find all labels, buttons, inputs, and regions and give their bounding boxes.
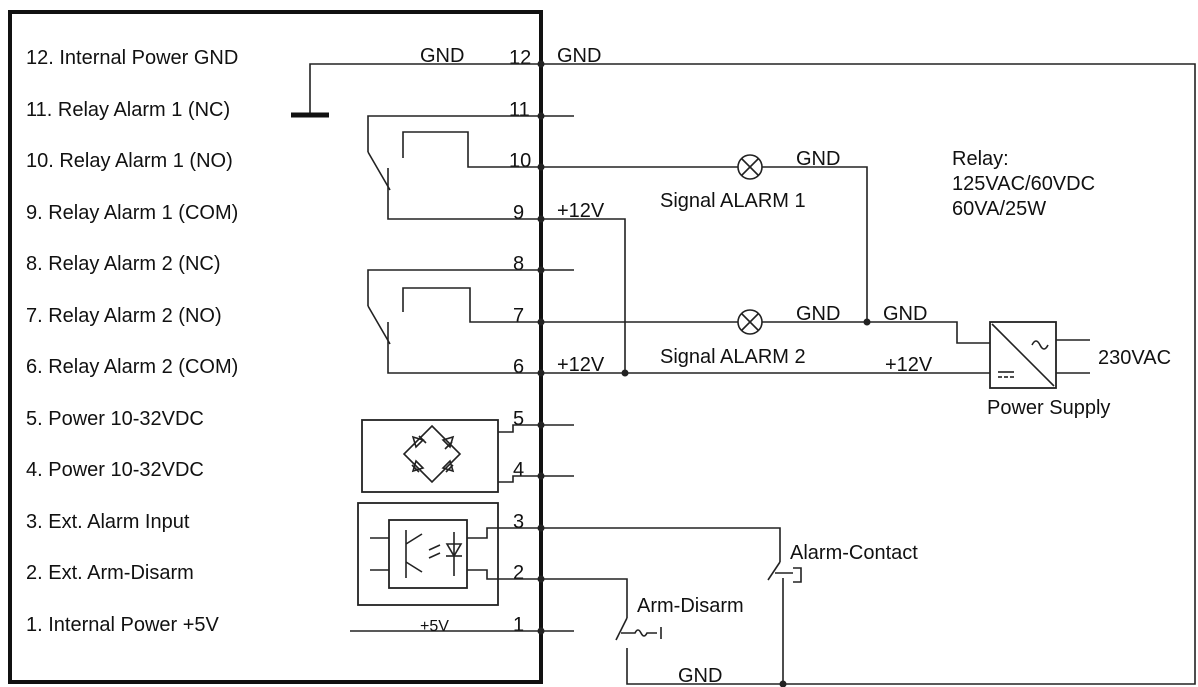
relay-rating-2: 60VA/25W: [952, 198, 1046, 220]
device-enclosure: [8, 10, 543, 684]
pin-number-2: 2: [513, 562, 524, 584]
pin-number-8: 8: [513, 253, 524, 275]
signal-alarm-2-label: Signal ALARM 2: [660, 346, 806, 368]
pin-number-5: 5: [513, 408, 524, 430]
signal-alarm-1-circuit: GND Signal ALARM 1: [574, 148, 868, 322]
pin-label-3: 3. Ext. Alarm Input: [26, 511, 190, 533]
arm-disarm-label: Arm-Disarm: [637, 595, 744, 617]
plus5-label: +5V: [420, 618, 449, 635]
pin-label-list: 12. Internal Power GND 11. Relay Alarm 1…: [26, 47, 238, 636]
relay-alarm-2-contacts: [367, 269, 541, 374]
pin-label-10: 10. Relay Alarm 1 (NO): [26, 150, 233, 172]
optocoupler: [357, 502, 541, 606]
alarm-contact-label: Alarm-Contact: [790, 542, 918, 564]
pin-number-1: 1: [513, 614, 524, 636]
relay-rating: Relay: 125VAC/60VDC 60VA/25W: [952, 148, 1095, 220]
pin-label-8: 8. Relay Alarm 2 (NC): [26, 253, 221, 275]
plus12-supply-label: +12V: [885, 354, 933, 376]
internal-5v-connection: +5V: [350, 618, 541, 635]
pin-label-5: 5. Power 10-32VDC: [26, 408, 204, 430]
pin-number-7: 7: [513, 305, 524, 327]
plus12-pin9-connection: +12V: [557, 200, 629, 377]
pin-number-11: 11: [509, 99, 530, 121]
plus12-pin6-label: +12V: [557, 354, 605, 376]
relay-rating-1: 125VAC/60VDC: [952, 173, 1095, 195]
gnd-supply-label: GND: [883, 303, 927, 325]
pin-label-12: 12. Internal Power GND: [26, 47, 238, 69]
pin-number-list: 12 11 10 9 8 7 6 5 4 3 2 1: [509, 47, 531, 636]
pin-number-3: 3: [513, 511, 524, 533]
internal-gnd-connection: GND: [291, 45, 541, 118]
plus12-pin9-label: +12V: [557, 200, 605, 222]
pin-number-6: 6: [513, 356, 524, 378]
pin-label-9: 9. Relay Alarm 1 (COM): [26, 202, 238, 224]
pin-label-11: 11. Relay Alarm 1 (NC): [26, 99, 230, 121]
gnd-inside-label: GND: [420, 45, 464, 67]
bridge-rectifier: [361, 419, 541, 493]
pin-label-6: 6. Relay Alarm 2 (COM): [26, 356, 238, 378]
pin-label-4: 4. Power 10-32VDC: [26, 459, 204, 481]
pin-number-10: 10: [509, 150, 531, 172]
gnd-bus: GND: [557, 45, 1196, 685]
signal-alarm-1-label: Signal ALARM 1: [660, 190, 806, 212]
mains-label: 230VAC: [1098, 347, 1171, 369]
pin-number-4: 4: [513, 459, 524, 481]
power-supply-label: Power Supply: [987, 397, 1110, 419]
gnd-alarm2-label: GND: [796, 303, 840, 325]
pin-label-1: 1. Internal Power +5V: [26, 614, 220, 636]
relay-alarm-1-contacts: [367, 115, 541, 220]
pin-label-2: 2. Ext. Arm-Disarm: [26, 562, 194, 584]
arm-disarm-switch: Arm-Disarm GND: [574, 578, 744, 687]
relay-title: Relay:: [952, 148, 1009, 170]
gnd-pin12-label: GND: [557, 45, 601, 67]
pin-label-7: 7. Relay Alarm 2 (NO): [26, 305, 222, 327]
signal-alarm-2-circuit: GND GND Signal ALARM 2: [574, 303, 990, 368]
pin-number-12: 12: [509, 47, 531, 69]
gnd-alarm1-label: GND: [796, 148, 840, 170]
gnd-bottom-label: GND: [678, 665, 722, 687]
pin-number-9: 9: [513, 202, 524, 224]
power-supply: 230VAC Power Supply: [987, 321, 1171, 419]
alarm-contact-switch: Alarm-Contact: [574, 527, 918, 687]
plus12-pin6-connection: +12V +12V: [557, 354, 990, 376]
